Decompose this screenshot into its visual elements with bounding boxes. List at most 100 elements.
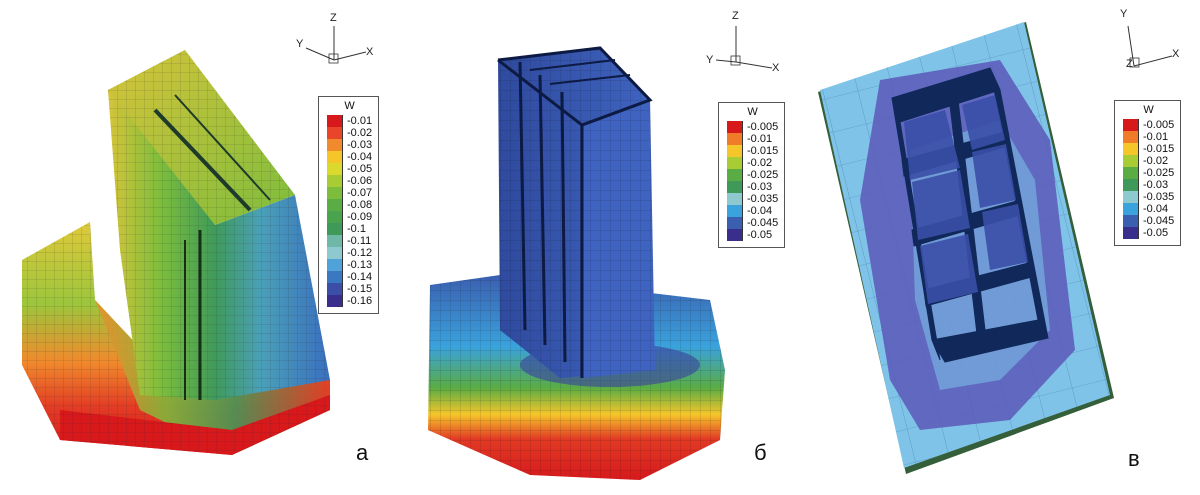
legend-entry: -0.04 xyxy=(727,205,778,217)
legend-entry: -0.03 xyxy=(327,139,372,151)
legend-value: -0.005 xyxy=(747,121,779,133)
legend-swatch xyxy=(327,163,343,175)
legend-title: W xyxy=(747,106,758,118)
legend-swatch xyxy=(1123,155,1139,167)
legend-swatch xyxy=(727,169,743,181)
legend-entry: -0.03 xyxy=(727,181,778,193)
model-c-render xyxy=(818,22,1114,474)
legend-value: -0.08 xyxy=(347,199,373,211)
legend-entry: -0.15 xyxy=(327,283,372,295)
legend-entry: -0.035 xyxy=(1123,191,1174,203)
legend-value: -0.02 xyxy=(1143,155,1169,167)
legend-swatch xyxy=(327,139,343,151)
legend-entry: -0.045 xyxy=(1123,215,1174,227)
panel-label-a: а xyxy=(356,440,369,465)
legend-swatch xyxy=(1123,131,1139,143)
legend-swatch xyxy=(1123,167,1139,179)
color-legend-a: W -0.01-0.02-0.03-0.04-0.05-0.06-0.07-0.… xyxy=(318,96,380,314)
legend-value: -0.14 xyxy=(347,271,373,283)
legend-swatch xyxy=(727,133,743,145)
model-b-render xyxy=(428,46,725,480)
axis-triad-b: Z Y X xyxy=(702,10,782,80)
legend-swatch xyxy=(327,151,343,163)
legend-swatch xyxy=(727,157,743,169)
legend-swatch xyxy=(727,229,743,241)
legend-entry: -0.005 xyxy=(727,121,778,133)
legend-swatch xyxy=(727,193,743,205)
legend-entry: -0.025 xyxy=(1123,167,1174,179)
legend-value: -0.13 xyxy=(347,259,373,271)
legend-swatch xyxy=(327,211,343,223)
legend-swatch xyxy=(1123,227,1139,239)
axis-label-vertical: Z xyxy=(330,12,337,24)
legend-value: -0.03 xyxy=(1143,179,1169,191)
legend-swatch xyxy=(1123,191,1139,203)
panel-c: Y Z X W -0.005-0.01-0.015-0.02-0.025-0.0… xyxy=(800,0,1200,495)
axis-label-vertical: Y xyxy=(1120,8,1128,20)
legend-value: -0.035 xyxy=(1143,191,1175,203)
axis-label-left: Z xyxy=(1126,58,1133,70)
legend-value: -0.05 xyxy=(1143,227,1169,239)
legend-entry: -0.02 xyxy=(327,127,372,139)
legend-entry: -0.02 xyxy=(1123,155,1174,167)
legend-swatch xyxy=(1123,119,1139,131)
legend-swatch xyxy=(327,199,343,211)
legend-swatch xyxy=(1123,215,1139,227)
legend-value: -0.01 xyxy=(747,133,773,145)
legend-value: -0.12 xyxy=(347,247,373,259)
legend-value: -0.02 xyxy=(747,157,773,169)
legend-swatch xyxy=(727,181,743,193)
legend-value: -0.025 xyxy=(747,169,779,181)
legend-value: -0.03 xyxy=(747,181,773,193)
legend-entry: -0.04 xyxy=(1123,203,1174,215)
legend-entry: -0.09 xyxy=(327,211,372,223)
legend-value: -0.09 xyxy=(347,211,373,223)
legend-swatch xyxy=(327,247,343,259)
legend-value: -0.015 xyxy=(747,145,779,157)
legend-swatch xyxy=(327,223,343,235)
legend-value: -0.11 xyxy=(347,235,372,247)
legend-value: -0.045 xyxy=(747,217,779,229)
legend-value: -0.01 xyxy=(1143,131,1169,143)
legend-entry: -0.05 xyxy=(1123,227,1174,239)
legend-value: -0.16 xyxy=(347,295,373,307)
legend-swatch xyxy=(727,145,743,157)
legend-value: -0.07 xyxy=(347,187,373,199)
legend-swatch xyxy=(327,271,343,283)
legend-value: -0.06 xyxy=(347,175,373,187)
legend-entry: -0.015 xyxy=(727,145,778,157)
legend-swatch xyxy=(327,283,343,295)
legend-entry: -0.04 xyxy=(327,151,372,163)
model-a-render xyxy=(22,50,330,455)
legend-value: -0.05 xyxy=(347,163,373,175)
legend-entry: -0.06 xyxy=(327,175,372,187)
axis-label-left: Y xyxy=(706,54,714,66)
legend-entry: -0.11 xyxy=(327,235,372,247)
panel-label-c: в xyxy=(1128,446,1140,471)
legend-swatch xyxy=(1123,203,1139,215)
legend-value: -0.04 xyxy=(1143,203,1169,215)
legend-swatch xyxy=(327,259,343,271)
legend-swatch xyxy=(327,187,343,199)
axis-triad-a: Z Y X xyxy=(296,12,376,82)
legend-swatch xyxy=(1123,179,1139,191)
legend-swatch xyxy=(727,121,743,133)
axis-label-vertical: Z xyxy=(732,10,739,22)
legend-value: -0.05 xyxy=(747,229,773,241)
axis-triad-c: Y Z X xyxy=(1102,8,1182,78)
legend-value: -0.1 xyxy=(347,223,366,235)
legend-value: -0.15 xyxy=(347,283,373,295)
legend-entry: -0.08 xyxy=(327,199,372,211)
legend-swatch xyxy=(727,217,743,229)
legend-entry: -0.13 xyxy=(327,259,372,271)
legend-value: -0.02 xyxy=(347,127,373,139)
legend-swatch xyxy=(327,295,343,307)
axis-label-right: X xyxy=(366,46,374,58)
legend-value: -0.045 xyxy=(1143,215,1175,227)
legend-entry: -0.01 xyxy=(727,133,778,145)
legend-entry: -0.015 xyxy=(1123,143,1174,155)
axis-label-left: Y xyxy=(296,38,304,50)
legend-entry: -0.14 xyxy=(327,271,372,283)
legend-value: -0.04 xyxy=(347,151,373,163)
axis-label-right: X xyxy=(772,62,780,74)
